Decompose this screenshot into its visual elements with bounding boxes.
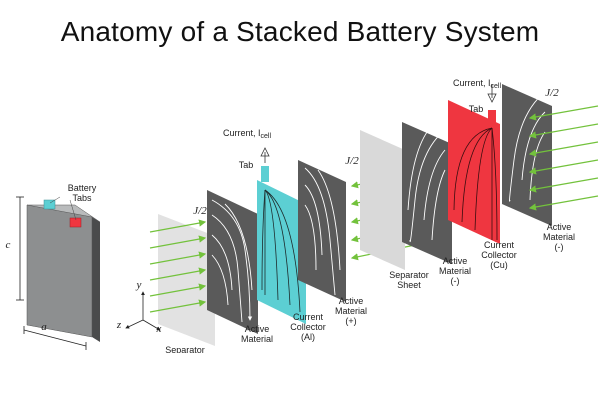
axis-x-label: x: [156, 323, 162, 335]
battery-cell: [16, 196, 101, 350]
tab-label-right: Tab: [468, 104, 484, 114]
current-label-left: Current, Icell: [222, 128, 272, 140]
page-title: Anatomy of a Stacked Battery System: [60, 16, 540, 47]
separator-sheet-left: [158, 214, 215, 346]
flux-label-right: J/2: [545, 87, 559, 99]
separator-label-left: Separator: [165, 345, 205, 353]
tab-label-left: Tab: [238, 160, 254, 170]
battery-body: [26, 204, 93, 338]
positive-tab: [43, 199, 56, 210]
dimension-a-label: a: [41, 321, 47, 333]
active-material-left: [207, 190, 258, 334]
dimension-c-label: c: [5, 239, 11, 251]
current-collector-al: [257, 180, 306, 324]
separator-sheet-right: [360, 130, 405, 270]
active-material-positive: [298, 160, 346, 302]
negative-tab: [69, 217, 82, 228]
current-label-right: Current, Icell: [452, 78, 502, 90]
axis-z-label: z: [116, 319, 122, 331]
flux-label-middle: J/2: [345, 155, 359, 167]
flux-arrows-left: [149, 219, 207, 313]
coordinate-axes: [125, 291, 161, 331]
axis-y-label: y: [136, 279, 142, 291]
active-material-far: [502, 84, 552, 226]
flux-arrows-right: [528, 105, 599, 211]
flux-label-left: J/2: [193, 205, 207, 217]
